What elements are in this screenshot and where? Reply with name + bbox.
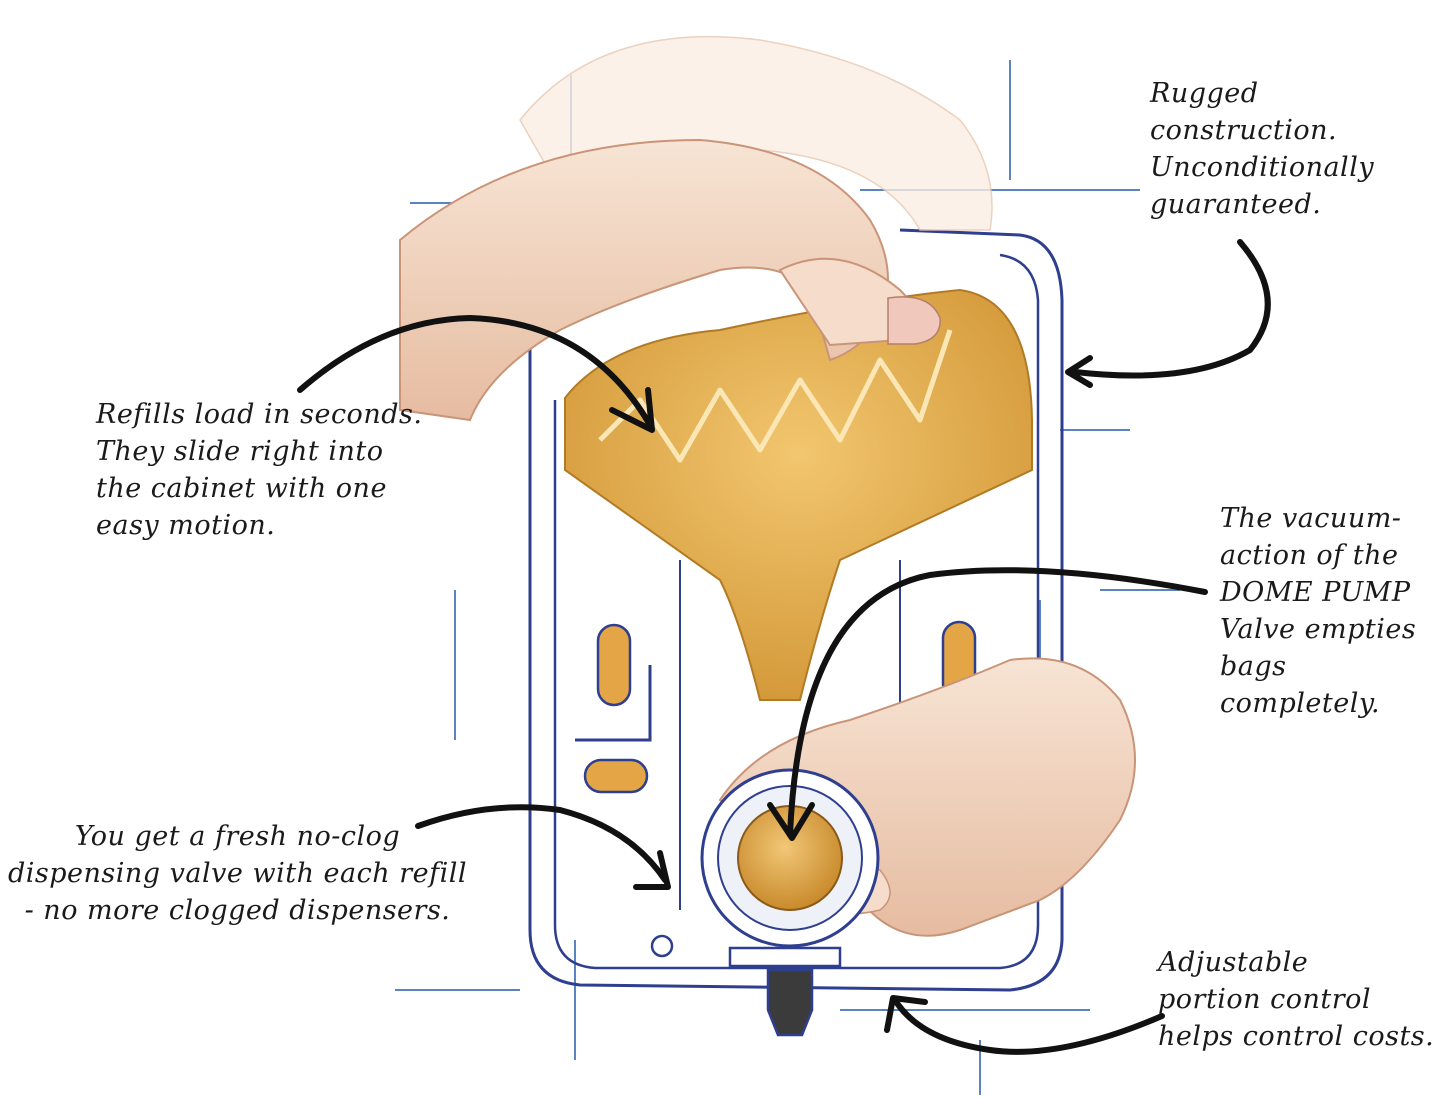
annotation-vacuum-action: The vacuum- action of the DOME PUMP Valv… (1220, 503, 1417, 719)
arrow-portion (892, 997, 1165, 1055)
refill-bag (564, 288, 1033, 701)
annotation-portion-control: Adjustable portion control helps control… (1158, 947, 1435, 1052)
arrow-rugged-head (1065, 355, 1093, 388)
arrow-fresh-head (633, 850, 671, 890)
arrow-vacuum-head (767, 802, 815, 841)
dome-pump-valve (700, 768, 880, 948)
arrow-refills (297, 315, 653, 428)
cabinet-slots (583, 620, 977, 794)
annotation-arrows (297, 239, 1271, 1055)
arrow-vacuum (787, 567, 1208, 838)
annotation-fresh-valve: You get a fresh no-clog dispensing valve… (8, 821, 467, 926)
arrow-fresh (415, 804, 668, 883)
annotation-rugged-construction: Rugged construction. Unconditionally gua… (1150, 78, 1375, 220)
arrow-rugged (1072, 239, 1271, 379)
annotation-refills-load: Refills load in seconds. They slide righ… (96, 399, 423, 541)
arrow-portion-head (884, 995, 928, 1033)
upper-hand (399, 138, 941, 422)
dispensing-nozzle (650, 934, 842, 1037)
arrow-refills-head (609, 387, 655, 433)
